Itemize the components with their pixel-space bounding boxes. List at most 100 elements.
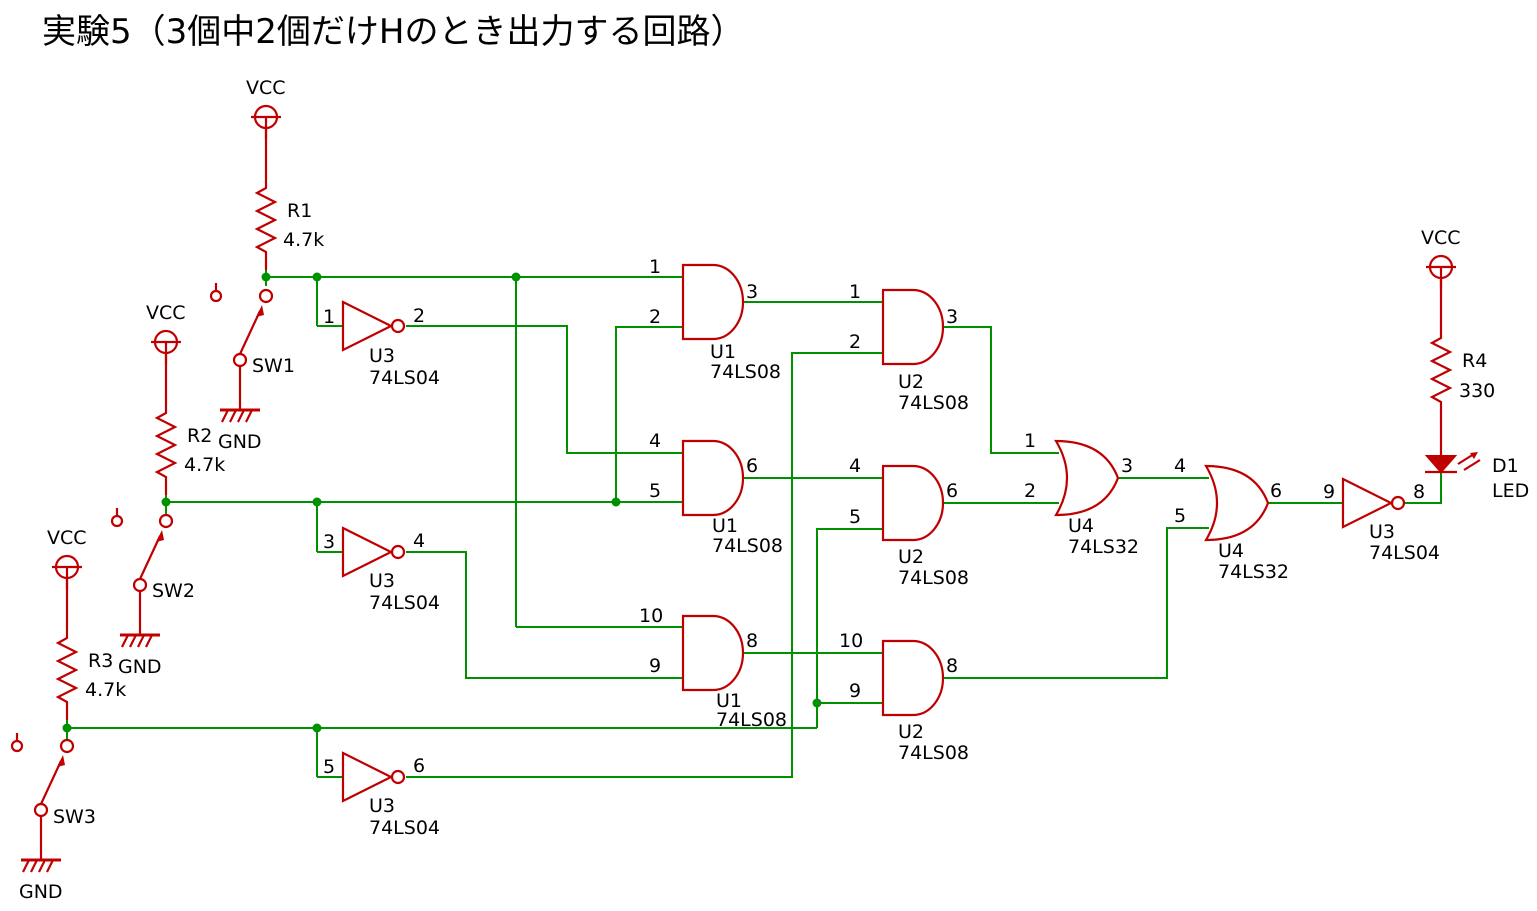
svg-text:U4: U4 xyxy=(1218,540,1244,562)
svg-text:6: 6 xyxy=(946,480,958,502)
svg-text:5: 5 xyxy=(649,480,661,502)
svg-text:74LS32: 74LS32 xyxy=(1068,536,1139,558)
svg-text:U2: U2 xyxy=(898,546,924,568)
svg-text:R3: R3 xyxy=(88,650,113,672)
svg-text:5: 5 xyxy=(323,756,335,778)
svg-text:U4: U4 xyxy=(1068,515,1094,537)
svg-text:8: 8 xyxy=(746,630,758,652)
resistor-r4: R4 330 xyxy=(1430,318,1495,422)
svg-text:U3: U3 xyxy=(1369,521,1395,543)
svg-text:9: 9 xyxy=(1323,481,1335,503)
svg-text:1: 1 xyxy=(1024,430,1036,452)
wires xyxy=(66,270,1442,778)
svg-text:U2: U2 xyxy=(898,721,924,743)
svg-text:4: 4 xyxy=(849,455,861,477)
svg-text:U3: U3 xyxy=(369,570,395,592)
vcc-symbol-r3: VCC xyxy=(47,527,87,620)
switch-sw3: SW3 xyxy=(10,733,96,860)
svg-text:74LS08: 74LS08 xyxy=(898,742,969,764)
svg-text:GND: GND xyxy=(19,881,63,903)
svg-text:GND: GND xyxy=(118,656,162,678)
svg-text:VCC: VCC xyxy=(47,527,87,549)
or-gate-u4-a: 1 2 3 U4 74LS32 xyxy=(1024,430,1139,558)
and-gate-u1-b: 4 5 6 U1 74LS08 xyxy=(649,430,783,557)
svg-text:D1: D1 xyxy=(1492,455,1519,477)
svg-text:R1: R1 xyxy=(287,200,312,222)
svg-text:8: 8 xyxy=(1413,481,1425,503)
svg-text:2: 2 xyxy=(413,305,425,327)
svg-text:U3: U3 xyxy=(369,345,395,367)
svg-text:9: 9 xyxy=(849,680,861,702)
svg-text:74LS04: 74LS04 xyxy=(1369,542,1440,564)
svg-text:74LS08: 74LS08 xyxy=(710,361,781,383)
and-gate-u2-b: 4 5 6 U2 74LS08 xyxy=(849,455,969,589)
svg-text:8: 8 xyxy=(946,655,958,677)
svg-text:6: 6 xyxy=(1270,480,1282,502)
svg-text:U3: U3 xyxy=(369,795,395,817)
inverter-u3-3: 5 6 U3 74LS04 xyxy=(323,751,440,839)
svg-text:3: 3 xyxy=(946,306,958,328)
and-gate-u2-a: 1 2 3 U2 74LS08 xyxy=(849,281,969,414)
gnd-symbol-sw3: GND xyxy=(19,858,63,903)
svg-text:VCC: VCC xyxy=(1421,227,1461,249)
switch-sw2: SW2 xyxy=(110,508,195,635)
vcc-symbol-r2: VCC xyxy=(146,302,186,395)
svg-text:4.7k: 4.7k xyxy=(85,679,126,701)
svg-text:74LS04: 74LS04 xyxy=(369,817,440,839)
svg-text:U1: U1 xyxy=(712,515,738,537)
vcc-symbol-r4: VCC xyxy=(1421,227,1461,320)
svg-text:SW2: SW2 xyxy=(152,580,195,602)
svg-text:R2: R2 xyxy=(187,425,212,447)
svg-text:74LS08: 74LS08 xyxy=(716,709,787,731)
svg-text:VCC: VCC xyxy=(246,77,286,99)
and-gate-u1-c: 10 9 8 U1 74LS08 xyxy=(639,605,787,731)
svg-text:5: 5 xyxy=(1174,505,1186,527)
svg-text:R4: R4 xyxy=(1462,350,1487,372)
svg-text:SW3: SW3 xyxy=(53,806,96,828)
svg-text:330: 330 xyxy=(1459,380,1495,402)
svg-text:U2: U2 xyxy=(898,371,924,393)
svg-text:74LS08: 74LS08 xyxy=(898,567,969,589)
inverter-u3-4: 9 8 U3 74LS04 xyxy=(1323,477,1440,564)
vcc-symbol-r1: VCC xyxy=(246,77,286,170)
inverter-u3-2: 3 4 U3 74LS04 xyxy=(323,526,440,614)
svg-text:74LS08: 74LS08 xyxy=(898,392,969,414)
svg-text:10: 10 xyxy=(839,630,863,652)
led-d1: D1 LED xyxy=(1424,420,1529,502)
diagram-title: 実験5（3個中2個だけHのとき出力する回路） xyxy=(42,12,745,52)
svg-text:10: 10 xyxy=(639,605,663,627)
and-gate-u1-a: 1 2 3 U1 74LS08 xyxy=(649,256,781,383)
svg-text:4: 4 xyxy=(413,530,425,552)
junction-dots xyxy=(62,272,822,733)
svg-text:3: 3 xyxy=(1121,455,1133,477)
svg-text:6: 6 xyxy=(746,455,758,477)
and-gate-u2-c: 10 9 8 U2 74LS08 xyxy=(839,630,969,764)
svg-text:74LS08: 74LS08 xyxy=(712,535,783,557)
svg-text:5: 5 xyxy=(849,506,861,528)
svg-text:74LS04: 74LS04 xyxy=(369,367,440,389)
gnd-symbol-sw1: GND xyxy=(218,408,262,453)
svg-text:LED: LED xyxy=(1492,480,1529,502)
svg-text:SW1: SW1 xyxy=(252,355,295,377)
inverter-u3-1: 1 2 U3 74LS04 xyxy=(323,300,440,389)
svg-text:1: 1 xyxy=(849,281,861,303)
svg-text:2: 2 xyxy=(1024,480,1036,502)
svg-text:U1: U1 xyxy=(716,690,742,712)
svg-text:6: 6 xyxy=(413,755,425,777)
svg-text:4.7k: 4.7k xyxy=(184,454,225,476)
svg-text:4.7k: 4.7k xyxy=(283,229,324,251)
svg-text:4: 4 xyxy=(649,430,661,452)
svg-text:1: 1 xyxy=(649,256,661,278)
svg-text:VCC: VCC xyxy=(146,302,186,324)
svg-text:9: 9 xyxy=(649,655,661,677)
svg-text:U1: U1 xyxy=(710,341,736,363)
svg-text:3: 3 xyxy=(323,531,335,553)
or-gate-u4-b: 4 5 6 U4 74LS32 xyxy=(1174,455,1289,583)
svg-text:3: 3 xyxy=(746,281,758,303)
resistor-r2: R2 4.7k xyxy=(155,393,225,497)
gnd-symbol-sw2: GND xyxy=(118,633,162,678)
svg-text:2: 2 xyxy=(649,306,661,328)
switch-sw1: SW1 xyxy=(209,283,295,410)
resistor-r3: R3 4.7k xyxy=(56,618,126,722)
